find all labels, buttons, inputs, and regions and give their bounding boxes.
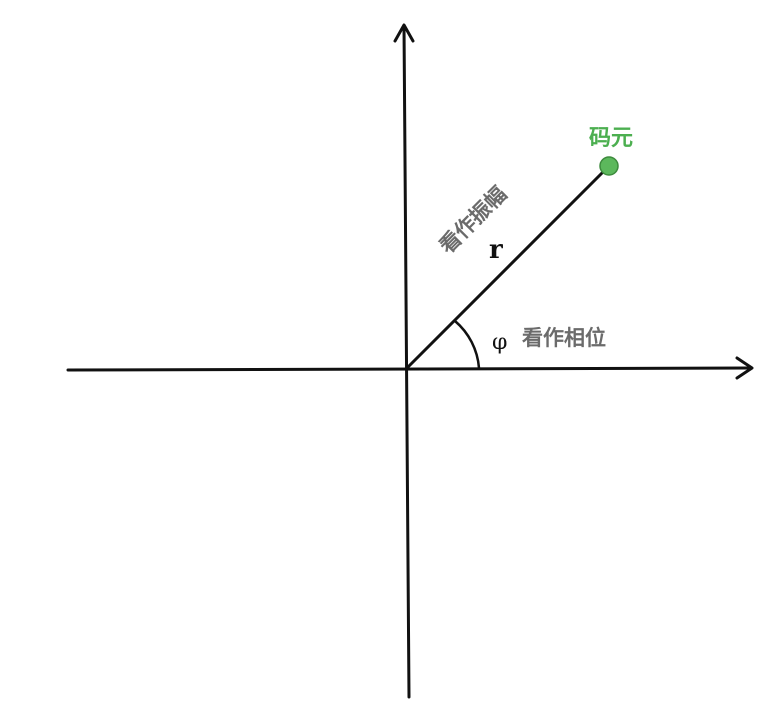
x-axis [66,366,752,372]
angle-arc [454,320,481,369]
y-axis-arrow [393,23,415,43]
constellation-point [599,156,619,176]
angle-symbol: φ [492,330,507,355]
radius-vector [404,164,611,371]
point-label: 码元 [589,126,633,151]
radius-symbol: r [489,235,503,265]
y-axis [402,24,411,699]
x-axis-arrow [735,356,754,380]
angle-caption: 看作相位 [522,326,606,350]
